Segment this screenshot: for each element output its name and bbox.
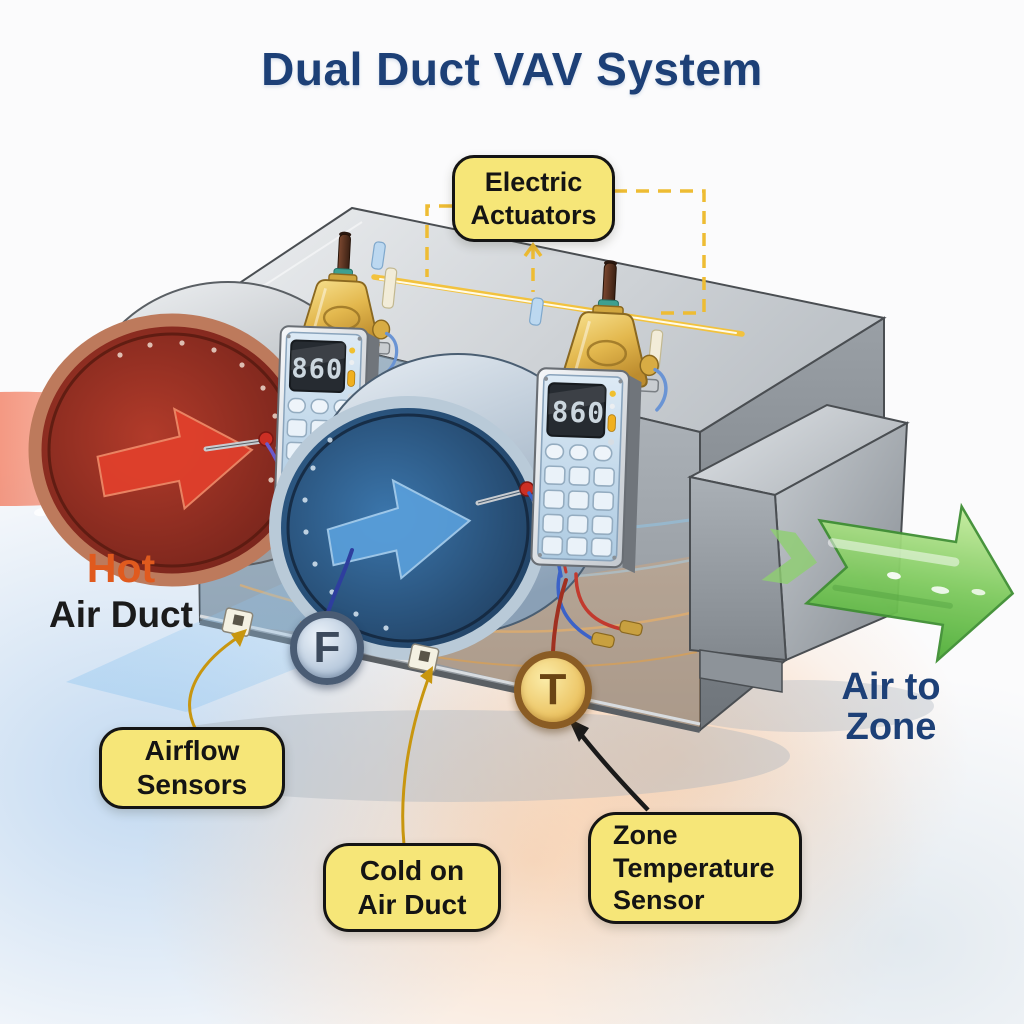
hot-damper-knob bbox=[258, 431, 274, 447]
electric-actuators-connectors bbox=[425, 189, 706, 315]
callout-zone-temperature-sensor: Zone Temperature Sensor bbox=[588, 812, 802, 924]
air-to-zone-arrow bbox=[761, 502, 1015, 664]
callout-electric-actuators: Electric Actuators bbox=[452, 155, 615, 242]
hot-controller-display: 860 bbox=[291, 353, 344, 386]
hot-label-rest: Air Duct bbox=[49, 594, 193, 636]
air-to-zone-label: Air to Zone bbox=[841, 666, 941, 748]
callout-leaders bbox=[188, 629, 650, 846]
callout-airflow-sensors: Airflow Sensors bbox=[99, 727, 285, 809]
cold-deck-controller: 860 bbox=[529, 366, 643, 649]
airflow-sensor-right bbox=[407, 643, 440, 673]
temp-badge-wire bbox=[551, 578, 568, 654]
cold-controller-display: 860 bbox=[551, 395, 606, 430]
zone-sensor-arrowhead bbox=[568, 718, 589, 742]
cold-duct-perforations bbox=[302, 437, 389, 631]
flow-badge-wire bbox=[326, 548, 354, 614]
hot-label-accent: Hot bbox=[86, 545, 156, 591]
connector-arrowhead bbox=[523, 242, 543, 258]
callout-cold-air-duct: Cold on Air Duct bbox=[323, 843, 501, 932]
temperature-sensor-badge: T bbox=[514, 651, 592, 729]
cold-flow-arrow bbox=[326, 478, 472, 581]
page-title: Dual Duct VAV System bbox=[261, 43, 763, 95]
hot-deck-controller: 860 bbox=[273, 325, 381, 523]
flow-sensor-badge: F bbox=[290, 611, 364, 685]
hot-air-duct-label: Hot Air Duct bbox=[40, 545, 202, 636]
hot-flow-arrow bbox=[96, 407, 254, 511]
cold-air-duct bbox=[269, 353, 607, 660]
